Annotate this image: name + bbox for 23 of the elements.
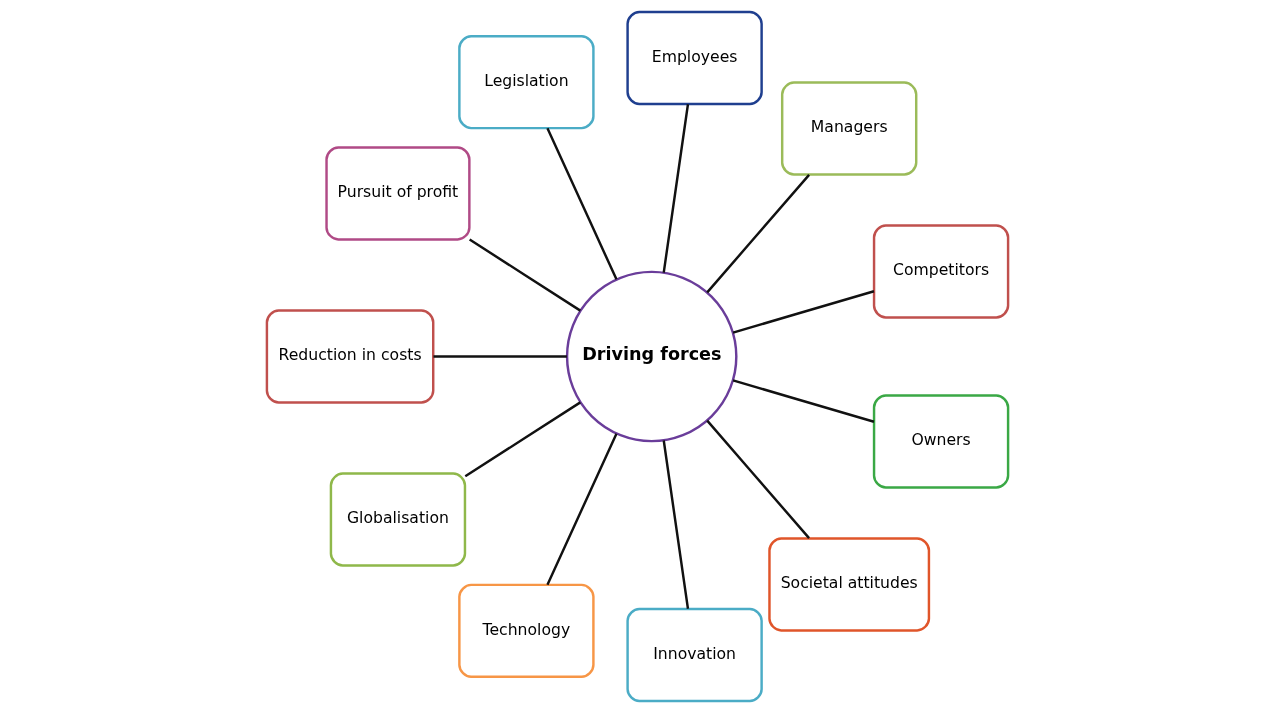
node-box: Technology: [458, 583, 595, 679]
node-box: Innovation: [626, 607, 763, 703]
node-box: Reduction in costs: [265, 309, 435, 404]
connector: [433, 355, 567, 358]
node-box: Competitors: [872, 224, 1010, 319]
node-circle: Driving forces: [565, 270, 738, 443]
connector: [732, 379, 875, 423]
connector: [469, 238, 581, 312]
connector: [662, 104, 690, 273]
connector: [732, 290, 875, 334]
connector: [662, 440, 690, 609]
node-box: Managers: [780, 81, 918, 176]
node-box: Societal attitudes: [768, 537, 931, 632]
node-box: Pursuit of profit: [325, 146, 471, 241]
connector: [464, 401, 581, 478]
node-box: Globalisation: [329, 472, 467, 567]
node-box: Owners: [872, 394, 1010, 489]
connector: [546, 433, 618, 586]
connector: [546, 127, 618, 280]
node-box: Legislation: [458, 34, 595, 130]
node-box: Employees: [626, 10, 763, 106]
connector: [706, 174, 810, 294]
connector: [706, 419, 810, 539]
